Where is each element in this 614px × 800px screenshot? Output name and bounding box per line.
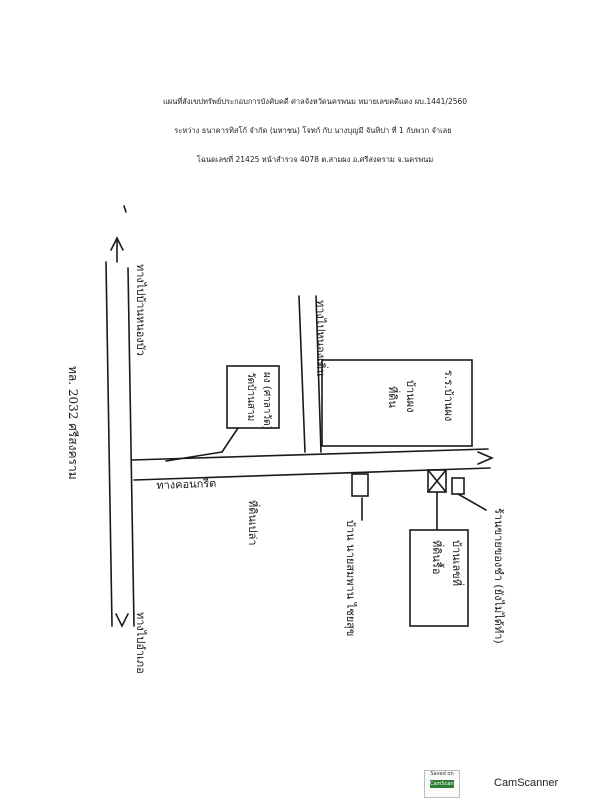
road-label-bottom: ทางไปอำเภอ bbox=[134, 612, 147, 674]
shop-note-label: ร้านขายของชำ (ยังไม่ได้ทำ) bbox=[492, 508, 505, 644]
road-label-top: ทางไปบ้านหนองบัว bbox=[134, 264, 147, 356]
doc-deed-line: โฉนดเลขที่ 21425 หน้าสำรวจ 4078 ต.สามผง … bbox=[196, 155, 434, 164]
property-label-box bbox=[409, 529, 469, 627]
land-label-2: บ้านผง bbox=[404, 380, 417, 413]
cross-road-label: ทางคอนกรีต bbox=[156, 476, 217, 492]
highway-number-label: ทล. 2032 ศรีสงคราม bbox=[66, 366, 80, 480]
land-label-1: ที่ดิน bbox=[386, 386, 399, 408]
shop-marker bbox=[451, 477, 465, 495]
school-land-box bbox=[321, 359, 473, 447]
doc-title-line: แผนที่สังเขปทรัพย์ประกอบการบังคับคดี ศาล… bbox=[162, 97, 468, 106]
camscanner-brand: CamScanner bbox=[494, 777, 559, 789]
doc-parties-line: ระหว่าง ธนาคารทิสโก้ จำกัด (มหาชน) โจทก์… bbox=[174, 126, 452, 135]
mid-road-label: ทางไปหนองเดิ่น bbox=[314, 300, 327, 377]
mid-road-edge-right bbox=[315, 295, 322, 453]
temple-box bbox=[226, 365, 280, 429]
neighbor-house-label: บ้าน นายสมพาน ไชยสุข bbox=[344, 520, 357, 637]
saved-on-badge: Saved on CamScanner bbox=[424, 770, 462, 798]
property-label-2: บ้านเลขที่ bbox=[450, 540, 463, 586]
main-road-edge-left bbox=[105, 261, 113, 627]
temple-label-1: วัดบ้านสาม bbox=[245, 372, 256, 422]
temple-label-2: ผง (ศาลาวัด) bbox=[261, 372, 272, 430]
vacant-land-label: ที่ดินเปล่า bbox=[246, 500, 259, 546]
badge-logo: CamScanner bbox=[430, 780, 462, 788]
property-label-1: ที่ดินรื้อ bbox=[430, 540, 443, 575]
house-marker bbox=[351, 473, 369, 497]
mid-road-edge-left bbox=[298, 295, 306, 453]
cross-road-edge-top bbox=[131, 448, 489, 461]
badge-caption: Saved on bbox=[430, 771, 454, 777]
land-label-3: ร.ร.บ้านผง bbox=[442, 370, 455, 422]
scanner-footer: Saved on CamScanner CamScanner bbox=[0, 768, 614, 800]
sketch-map bbox=[105, 205, 495, 628]
main-road-edge-right bbox=[127, 267, 135, 627]
